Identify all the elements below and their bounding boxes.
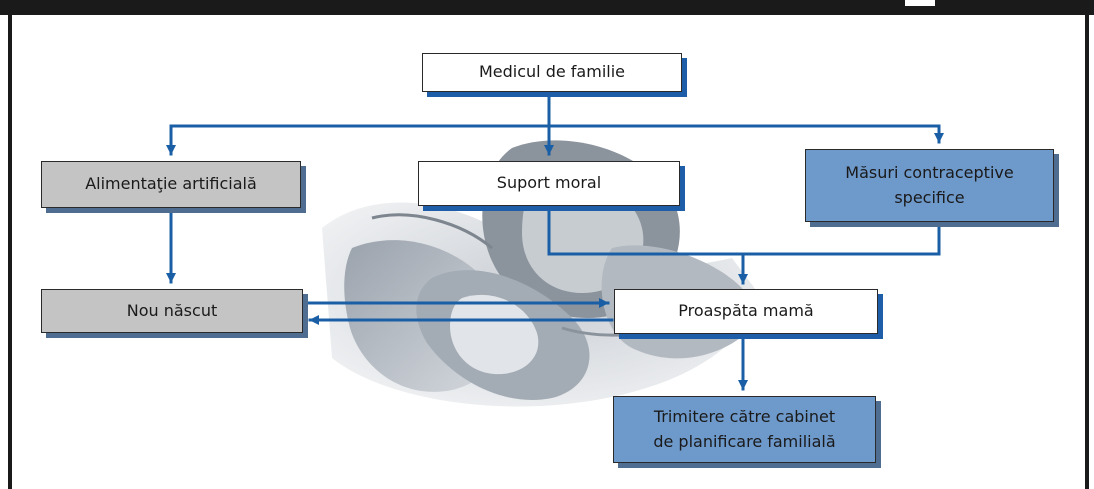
node-mama-label: Proaspăta mamă [678, 301, 814, 321]
node-alimentatie-label: Alimentaţie artificială [85, 174, 257, 194]
node-nou-nascut: Nou născut [41, 289, 303, 333]
node-medic-de-familie: Medicul de familie [422, 53, 682, 92]
node-proaspata-mama: Proaspăta mamă [614, 289, 878, 334]
top-border-bar [0, 0, 1094, 15]
arrow-masuri-to-mama [741, 220, 941, 256]
node-trimitere-cabinet: Trimitere către cabinet de planificare f… [613, 396, 876, 463]
node-masuri-contraceptive: Măsuri contraceptive specifice [805, 149, 1054, 222]
node-medic-label: Medicul de familie [478, 62, 625, 82]
node-alimentatie-artificiala: Alimentaţie artificială [41, 161, 301, 208]
node-nou-label: Nou născut [126, 300, 218, 320]
node-trimitere-label: Trimitere către cabinet de planificare f… [653, 406, 836, 451]
node-masuri-label: Măsuri contraceptive specifice [845, 162, 1014, 207]
diagram-frame [8, 15, 1089, 489]
node-suport-label: Suport moral [496, 173, 602, 193]
top-border-gap [905, 0, 935, 6]
arrow-suport-to-mama [547, 204, 745, 256]
node-suport-moral: Suport moral [418, 161, 680, 206]
